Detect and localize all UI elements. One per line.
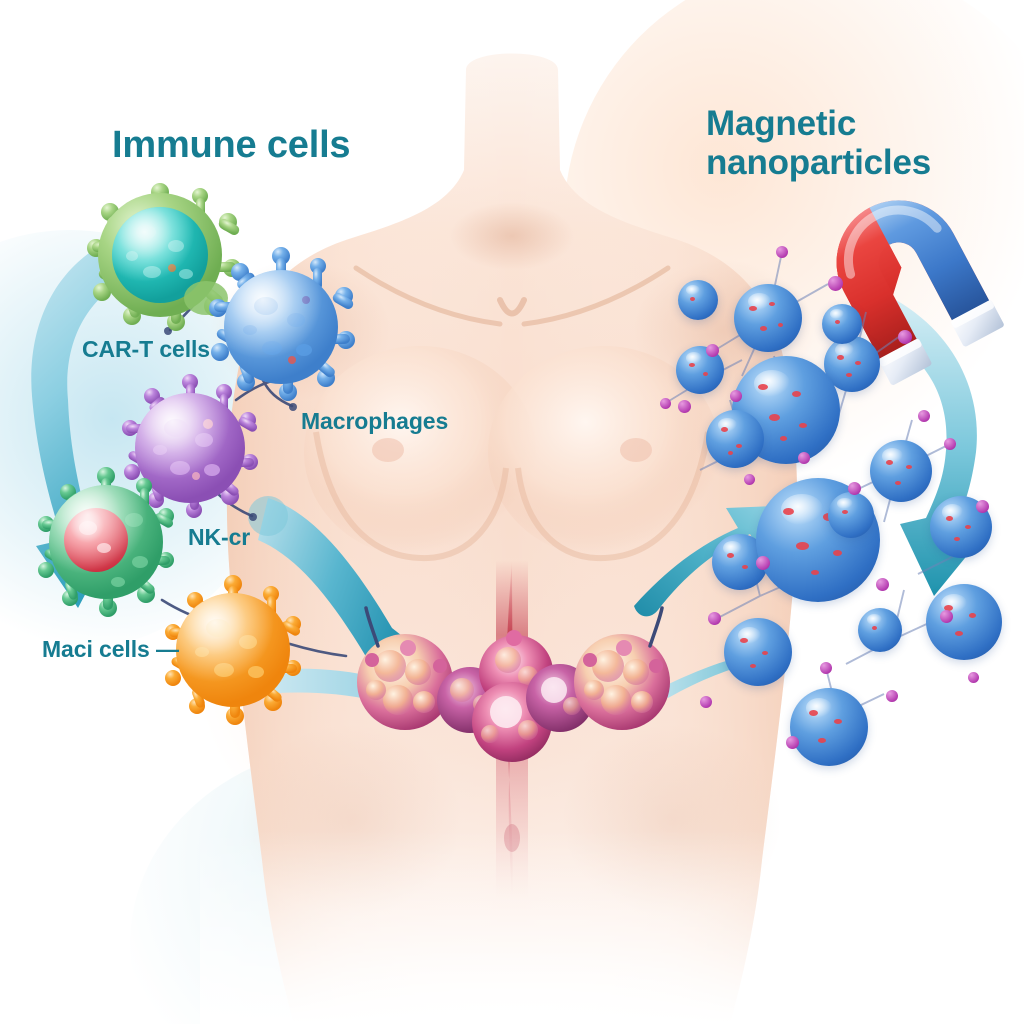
cell-car-t [87,183,241,331]
nanoparticle [724,618,792,686]
cell-dendritic [122,374,258,518]
ligand-dot [756,556,770,570]
nanoparticle [706,410,764,468]
label-nk-cells: NK-cr [188,524,251,550]
nanoparticle [926,584,1002,660]
ligand-dot [820,662,832,674]
ligand-dot [976,500,989,513]
ligand-dot [968,672,979,683]
ligand-dot [706,344,719,357]
magnet-pole-left [878,338,932,385]
ligand-dot [678,400,691,413]
ligand-dot [776,246,788,258]
ligand-dot [708,612,721,625]
left-inner-to-tumor-arrow [248,496,420,676]
magnet-pole-right [951,300,1004,347]
nanoparticle [790,688,868,766]
magnet-body [836,200,1004,385]
nanoparticle [734,284,802,352]
ligand-dot [700,696,712,708]
title-magnetic-line2: nanoparticles [706,143,931,183]
ligand-dot [876,578,889,591]
cell-nk [38,467,174,617]
title-magnetic-line1: Magnetic [706,104,857,143]
title-immune-cells: Immune cells [112,124,351,166]
nanoparticle [732,356,840,464]
ligand-dot [944,438,956,450]
cell-mast [165,575,301,725]
ligand-dot [798,452,810,464]
nanoparticle [870,440,932,502]
ligand-dot [848,482,861,495]
cell-macrophage [209,247,355,401]
nanoparticle [828,492,874,538]
ligand-dot [660,398,671,409]
ligand-dot [886,690,898,702]
ligand-dot [786,736,799,749]
ligand-dot [744,474,755,485]
tumor-nodule [574,634,670,730]
ligand-dot [730,390,742,402]
nanoparticle [822,304,862,344]
nanoparticle [858,608,902,652]
ligand-dot [940,610,953,623]
ligand-dot [898,330,912,344]
tumor-nodule [357,634,453,730]
nanoparticle [824,336,880,392]
right-upper-from-tumor-arrow [634,506,776,617]
label-macrophages: Macrophages [301,408,449,434]
nanoparticle [678,280,718,320]
title-magnetic-nanoparticles: Magnetic nanoparticles [706,104,931,182]
ligand-dot [918,410,930,422]
label-car-t-cells: CAR-T cells [82,336,210,362]
label-mast-cells: Maci cells — [42,636,179,662]
ligand-dot [828,276,843,291]
